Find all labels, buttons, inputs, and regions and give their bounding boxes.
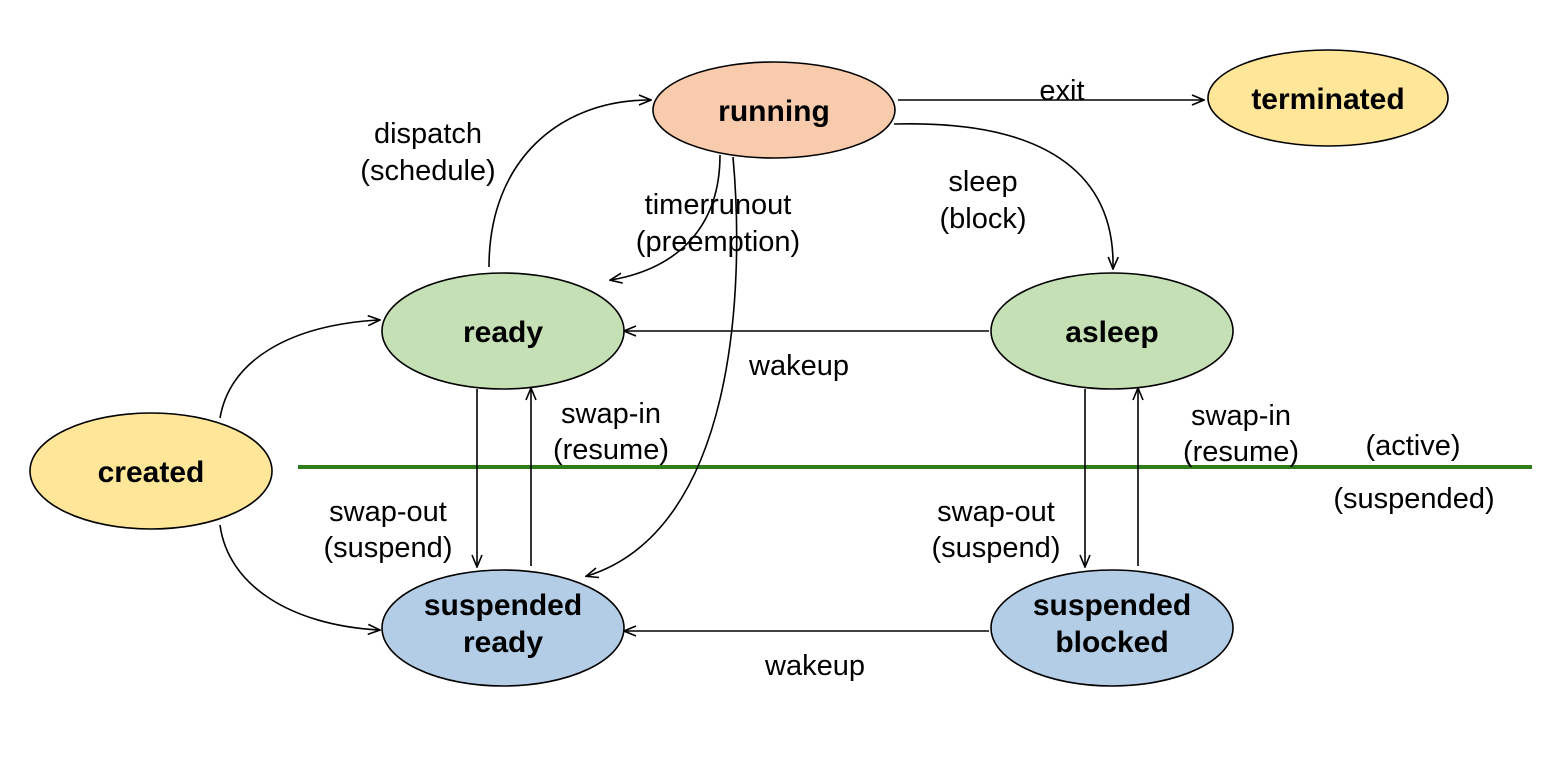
state-asleep-label: asleep (1065, 316, 1158, 349)
state-suspended-blocked-label-line2: blocked (1055, 626, 1168, 659)
region-suspended-label: (suspended) (1333, 483, 1494, 515)
label-swap-out-right: swap-out (937, 496, 1055, 528)
state-running-shape (652, 61, 896, 159)
state-created: created (29, 412, 273, 530)
label-timerrunout: timerrunout (645, 189, 792, 221)
state-running: running (652, 61, 896, 159)
state-suspended-ready-shape (381, 569, 625, 687)
state-terminated: terminated (1207, 49, 1449, 147)
label-dispatch-schedule: (schedule) (360, 155, 495, 187)
state-suspended-ready: suspended ready (381, 569, 625, 687)
transitions (219, 100, 1203, 631)
state-created-label: created (98, 456, 205, 489)
edge-created-to-ready (219, 320, 379, 419)
state-terminated-label: terminated (1251, 83, 1404, 116)
state-ready: ready (381, 272, 625, 390)
edge-swap-out-from-running (587, 156, 738, 576)
label-swap-in-left: swap-in (561, 398, 661, 430)
state-terminated-shape (1207, 49, 1449, 147)
label-sleep: sleep (948, 166, 1017, 198)
state-asleep-shape (990, 272, 1234, 390)
edge-dispatch (488, 100, 650, 268)
label-dispatch: dispatch (374, 118, 482, 150)
state-created-shape (29, 412, 273, 530)
state-running-label: running (718, 95, 830, 128)
label-wakeup-active: wakeup (748, 350, 849, 382)
label-swap-in-right: swap-in (1191, 400, 1291, 432)
edge-timerrunout (611, 154, 721, 280)
label-sleep-block: (block) (939, 203, 1026, 235)
state-suspended-blocked: suspended blocked (990, 569, 1234, 687)
label-swap-out-right-suspend: (suspend) (932, 532, 1061, 564)
state-suspended-blocked-label-line1: suspended (1033, 589, 1191, 622)
label-wakeup-suspended: wakeup (764, 650, 865, 682)
label-swap-in-left-resume: (resume) (553, 434, 669, 466)
label-timerrunout-preemption: (preemption) (636, 226, 800, 258)
label-swap-out-left: swap-out (329, 496, 447, 528)
state-suspended-ready-label-line1: suspended (424, 589, 582, 622)
label-exit: exit (1039, 75, 1084, 107)
state-suspended-ready-label-line2: ready (463, 626, 543, 659)
state-ready-shape (381, 272, 625, 390)
transition-labels: exit dispatch (schedule) timerrunout (pr… (324, 75, 1299, 682)
state-ready-label: ready (463, 316, 543, 349)
label-swap-in-right-resume: (resume) (1183, 436, 1299, 468)
state-suspended-blocked-shape (990, 569, 1234, 687)
label-swap-out-left-suspend: (suspend) (324, 532, 453, 564)
region-active-label: (active) (1365, 430, 1460, 462)
edge-created-to-suspended-ready (219, 524, 379, 630)
edge-sleep (893, 123, 1113, 268)
state-asleep: asleep (990, 272, 1234, 390)
